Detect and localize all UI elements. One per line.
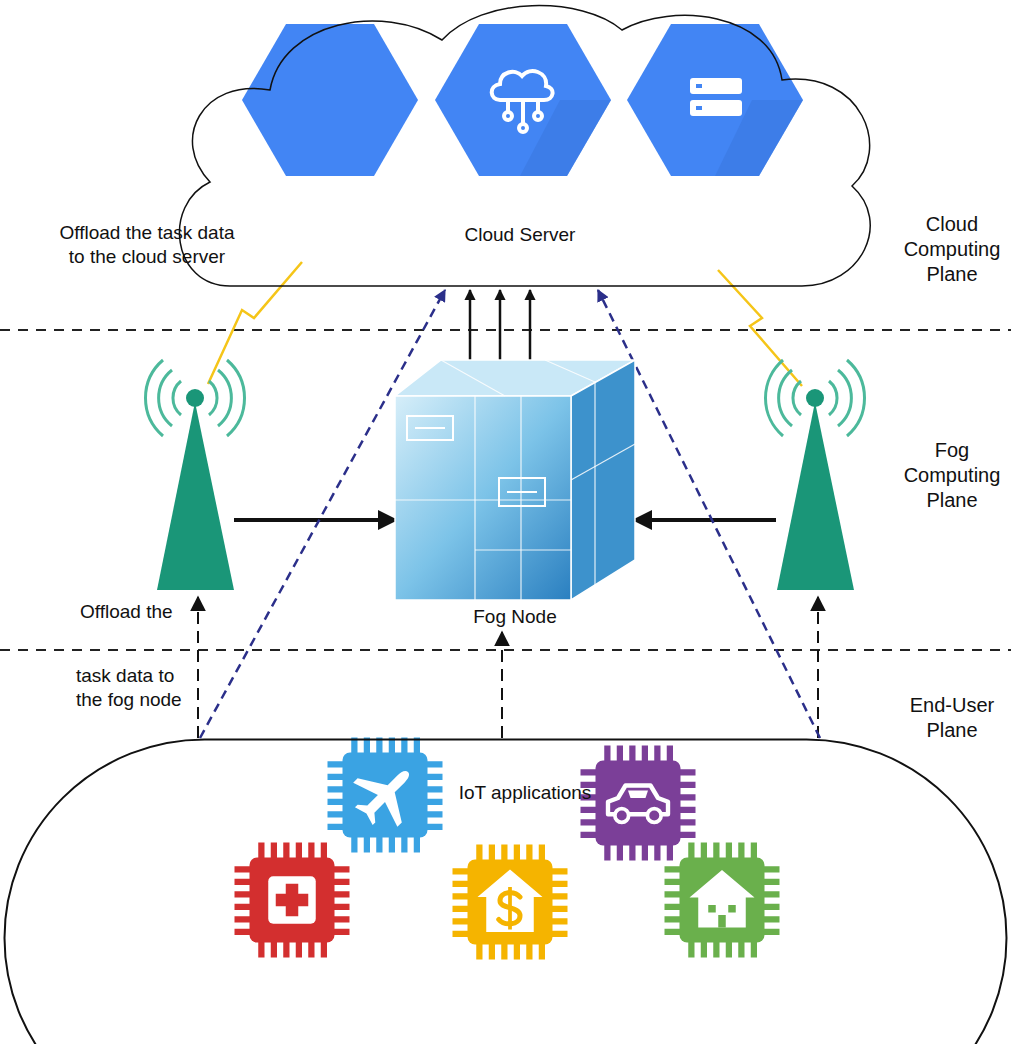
node-label: Fog Node bbox=[395, 606, 635, 629]
fog-server-cube bbox=[395, 360, 635, 600]
cloud-service-icons bbox=[242, 24, 803, 176]
wireless-link bbox=[208, 262, 302, 384]
node-label: Cloud Server bbox=[160, 224, 880, 247]
cloud-outline bbox=[160, 0, 880, 290]
hexagon-icon bbox=[627, 24, 803, 176]
offload-note: Offload the task data to the cloud serve… bbox=[52, 221, 242, 269]
offload-note: Offload the bbox=[80, 600, 210, 624]
cube-outline bbox=[395, 360, 635, 632]
car-chip bbox=[589, 754, 687, 852]
offload-arrow bbox=[817, 597, 819, 738]
iot-cloud-icon bbox=[492, 71, 553, 132]
finance-chip bbox=[461, 853, 559, 951]
plane-label: Fog Computing Plane bbox=[897, 438, 1007, 513]
connector-arrow bbox=[499, 290, 502, 360]
end-user-plane-oval: IoT applications bbox=[3, 738, 1008, 1044]
fog-node: Fog Node bbox=[395, 360, 635, 632]
offload-note: task data to the fog node bbox=[76, 664, 194, 712]
hexagon-icon bbox=[242, 24, 418, 176]
plane-divider bbox=[0, 649, 1011, 651]
smart-home-chip bbox=[673, 851, 771, 949]
hexagon-icon bbox=[435, 24, 611, 176]
connector-arrow bbox=[529, 290, 532, 360]
cell-tower bbox=[765, 360, 864, 590]
node-label: IoT applications bbox=[450, 782, 600, 805]
plane-divider bbox=[0, 329, 1011, 331]
tower-to-fog-arrow bbox=[234, 518, 396, 522]
plane-label: End-User Plane bbox=[897, 693, 1007, 743]
connector-arrow bbox=[469, 290, 472, 360]
offload-arrow bbox=[197, 597, 199, 738]
cloud-server: Cloud Server bbox=[160, 0, 880, 290]
connector-arrow bbox=[501, 632, 503, 738]
cell-tower bbox=[145, 360, 244, 590]
plane-label: Cloud Computing Plane bbox=[897, 212, 1007, 287]
wireless-link bbox=[718, 270, 802, 386]
tower-to-fog-arrow bbox=[634, 518, 776, 522]
oval-outline bbox=[5, 740, 1007, 1044]
server-icon bbox=[690, 78, 742, 116]
medical-chip bbox=[243, 851, 341, 949]
airplane-chip bbox=[336, 746, 434, 844]
